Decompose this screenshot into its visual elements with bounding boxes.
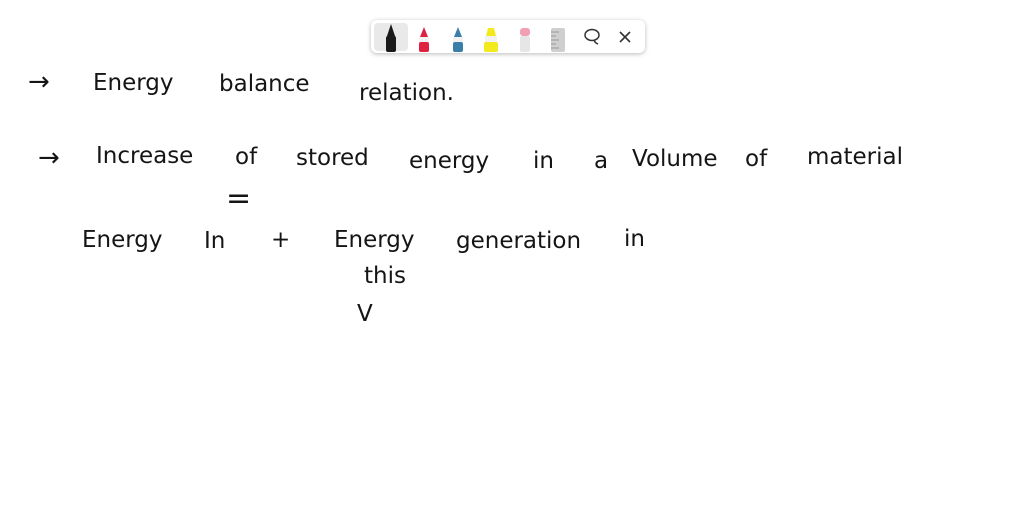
note-word: energy (409, 148, 490, 174)
blue-pen-button[interactable] (441, 20, 475, 53)
note-word: in (533, 148, 554, 174)
pen-tip (453, 26, 462, 37)
note-word: generation (456, 228, 582, 254)
note-word: V (357, 301, 373, 327)
lasso-icon (584, 28, 600, 45)
eraser-icon (519, 27, 530, 52)
plus-sign: + (271, 227, 291, 253)
note-word: this (364, 263, 406, 289)
note-word: Energy (334, 227, 415, 253)
pen-toolbar (371, 20, 645, 53)
pen-body (452, 41, 463, 52)
note-word: balance (219, 71, 310, 97)
close-button[interactable] (609, 20, 643, 53)
note-word: Volume (632, 146, 718, 172)
eraser-tip (519, 27, 530, 36)
eraser-button[interactable] (508, 20, 542, 53)
highlighter-icon (484, 27, 499, 52)
red-pen-icon (419, 26, 430, 52)
note-word: Increase (96, 143, 194, 169)
ruler-icon (551, 27, 566, 52)
pen-tip (386, 23, 395, 36)
note-word: stored (296, 145, 369, 171)
note-word: relation. (359, 80, 454, 106)
note-word: In (204, 228, 226, 254)
pen-body (419, 41, 430, 52)
equals-sign: = (226, 181, 252, 216)
ruler-button[interactable] (542, 20, 576, 53)
note-word: Energy (82, 227, 163, 253)
lasso-button[interactable] (575, 20, 609, 53)
note-word: of (235, 144, 258, 170)
black-pen-icon (385, 23, 396, 52)
note-word: Energy (93, 70, 174, 96)
blue-pen-icon (452, 26, 463, 52)
arrow-bullet-2: → (38, 143, 60, 173)
note-word: of (745, 146, 768, 172)
highlighter-button[interactable] (475, 20, 509, 53)
pen-tip (420, 26, 429, 37)
close-icon (619, 30, 631, 43)
red-pen-button[interactable] (408, 20, 442, 53)
note-word: material (807, 144, 903, 170)
black-pen-button[interactable] (374, 22, 408, 52)
arrow-bullet-1: → (28, 67, 50, 97)
pen-body (385, 35, 396, 52)
note-word: in (624, 226, 645, 252)
highlighter-tip (486, 27, 497, 36)
note-word: a (594, 148, 609, 174)
highlighter-body (484, 41, 499, 52)
